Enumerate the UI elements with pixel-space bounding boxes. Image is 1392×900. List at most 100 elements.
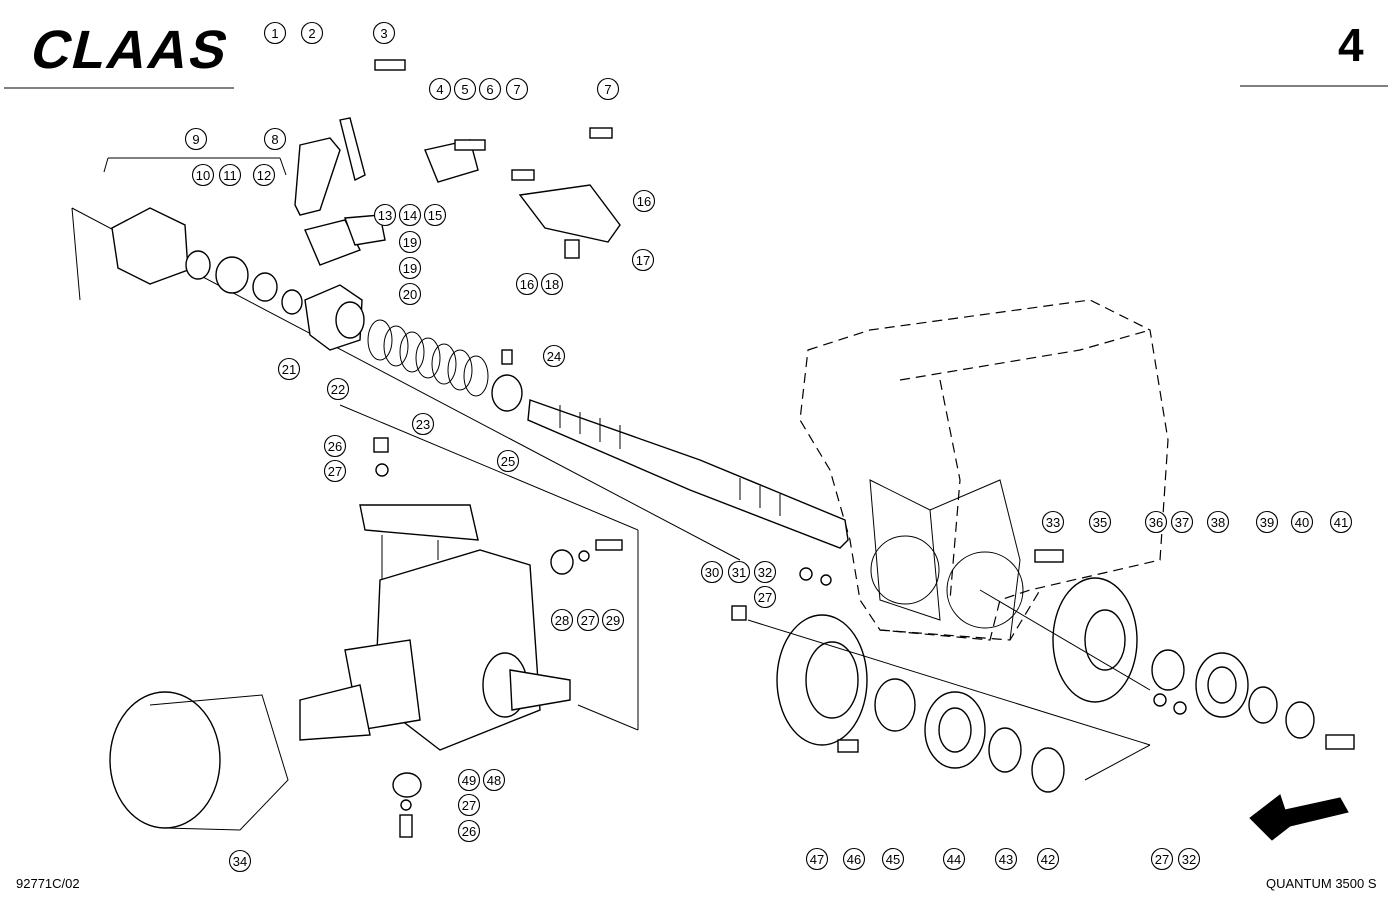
bracket	[294, 137, 341, 216]
callout-number: 5	[461, 82, 468, 97]
callout-13: 13	[373, 203, 397, 227]
drive-shaft	[527, 399, 849, 549]
callout-27: 27	[457, 793, 481, 817]
callout-4: 4	[428, 77, 452, 101]
callout-number: 4	[436, 82, 443, 97]
callout-number: 24	[547, 349, 561, 364]
callout-number: 21	[282, 362, 296, 377]
callout-number: 3	[380, 26, 387, 41]
sleeve	[874, 678, 916, 732]
callout-29: 29	[601, 608, 625, 632]
callout-23: 23	[411, 412, 435, 436]
model-name: QUANTUM 3500 S	[1266, 876, 1377, 891]
callout-number: 20	[403, 287, 417, 302]
callout-36: 36	[1144, 510, 1168, 534]
bearing-stack	[731, 549, 1355, 793]
fork-pad-upper	[304, 219, 361, 266]
callout-number: 40	[1295, 515, 1309, 530]
callout-32: 32	[753, 560, 777, 584]
callout-37: 37	[1170, 510, 1194, 534]
shift-lever	[518, 184, 621, 243]
callout-number: 11	[223, 168, 237, 183]
output-shaft	[509, 669, 571, 711]
mounting-plate	[359, 504, 479, 541]
callout-15: 15	[423, 203, 447, 227]
callout-number: 18	[545, 277, 559, 292]
callout-number: 42	[1041, 852, 1055, 867]
callout-26: 26	[457, 819, 481, 843]
callout-number: 13	[378, 208, 392, 223]
callout-18: 18	[540, 272, 564, 296]
callout-28: 28	[550, 608, 574, 632]
callout-41: 41	[1329, 510, 1353, 534]
callout-31: 31	[727, 560, 751, 584]
callout-number: 25	[501, 454, 515, 469]
axis-line-lower	[339, 404, 639, 531]
callout-22: 22	[326, 377, 350, 401]
callout-35: 35	[1088, 510, 1112, 534]
shaft-assembly	[71, 207, 849, 561]
callout-43: 43	[994, 847, 1018, 871]
callout-number: 46	[847, 852, 861, 867]
callout-number: 43	[999, 852, 1013, 867]
callout-number: 10	[196, 168, 210, 183]
guard-cone	[109, 691, 221, 829]
callout-45: 45	[881, 847, 905, 871]
callout-20: 20	[398, 282, 422, 306]
claw-coupling	[111, 207, 189, 285]
callout-number: 27	[1155, 852, 1169, 867]
callout-number: 27	[758, 590, 772, 605]
callout-number: 36	[1149, 515, 1163, 530]
callout-number: 30	[705, 565, 719, 580]
callout-5: 5	[453, 77, 477, 101]
callout-40: 40	[1290, 510, 1314, 534]
callout-number: 27	[581, 613, 595, 628]
callout-number: 32	[758, 565, 772, 580]
shift-linkage	[103, 59, 621, 266]
callout-number: 47	[810, 852, 824, 867]
callout-30: 30	[700, 560, 724, 584]
drawing-number: 92771C/02	[16, 876, 80, 891]
callout-number: 48	[487, 773, 501, 788]
callout-number: 27	[462, 798, 476, 813]
callout-number: 32	[1182, 852, 1196, 867]
callout-34: 34	[228, 849, 252, 873]
callout-number: 39	[1260, 515, 1274, 530]
callout-number: 26	[328, 439, 342, 454]
callout-14: 14	[398, 203, 422, 227]
callout-27: 27	[1150, 847, 1174, 871]
callout-number: 16	[520, 277, 534, 292]
callout-7: 7	[596, 77, 620, 101]
callout-number: 1	[271, 26, 278, 41]
callout-24: 24	[542, 344, 566, 368]
gearbox-housing-outline	[799, 299, 1169, 641]
callout-number: 9	[192, 132, 199, 147]
callout-42: 42	[1036, 847, 1060, 871]
callout-number: 8	[271, 132, 278, 147]
callout-number: 19	[403, 235, 417, 250]
callout-7: 7	[505, 77, 529, 101]
callout-27: 27	[323, 459, 347, 483]
callout-number: 26	[462, 824, 476, 839]
callout-number: 27	[328, 464, 342, 479]
callout-48: 48	[482, 768, 506, 792]
callout-number: 31	[732, 565, 746, 580]
callout-number: 44	[947, 852, 961, 867]
callout-25: 25	[496, 449, 520, 473]
callout-21: 21	[277, 357, 301, 381]
callout-number: 34	[233, 854, 247, 869]
callout-1: 1	[263, 21, 287, 45]
callout-39: 39	[1255, 510, 1279, 534]
callout-27: 27	[753, 585, 777, 609]
collar	[491, 374, 523, 412]
callout-3: 3	[372, 21, 396, 45]
input-shaft	[299, 684, 371, 741]
logo-text: CLAAS	[25, 20, 236, 76]
callout-number: 12	[257, 168, 271, 183]
callout-49: 49	[457, 768, 481, 792]
callout-8: 8	[263, 127, 287, 151]
callout-number: 17	[636, 253, 650, 268]
callout-number: 6	[486, 82, 493, 97]
callout-27: 27	[576, 608, 600, 632]
